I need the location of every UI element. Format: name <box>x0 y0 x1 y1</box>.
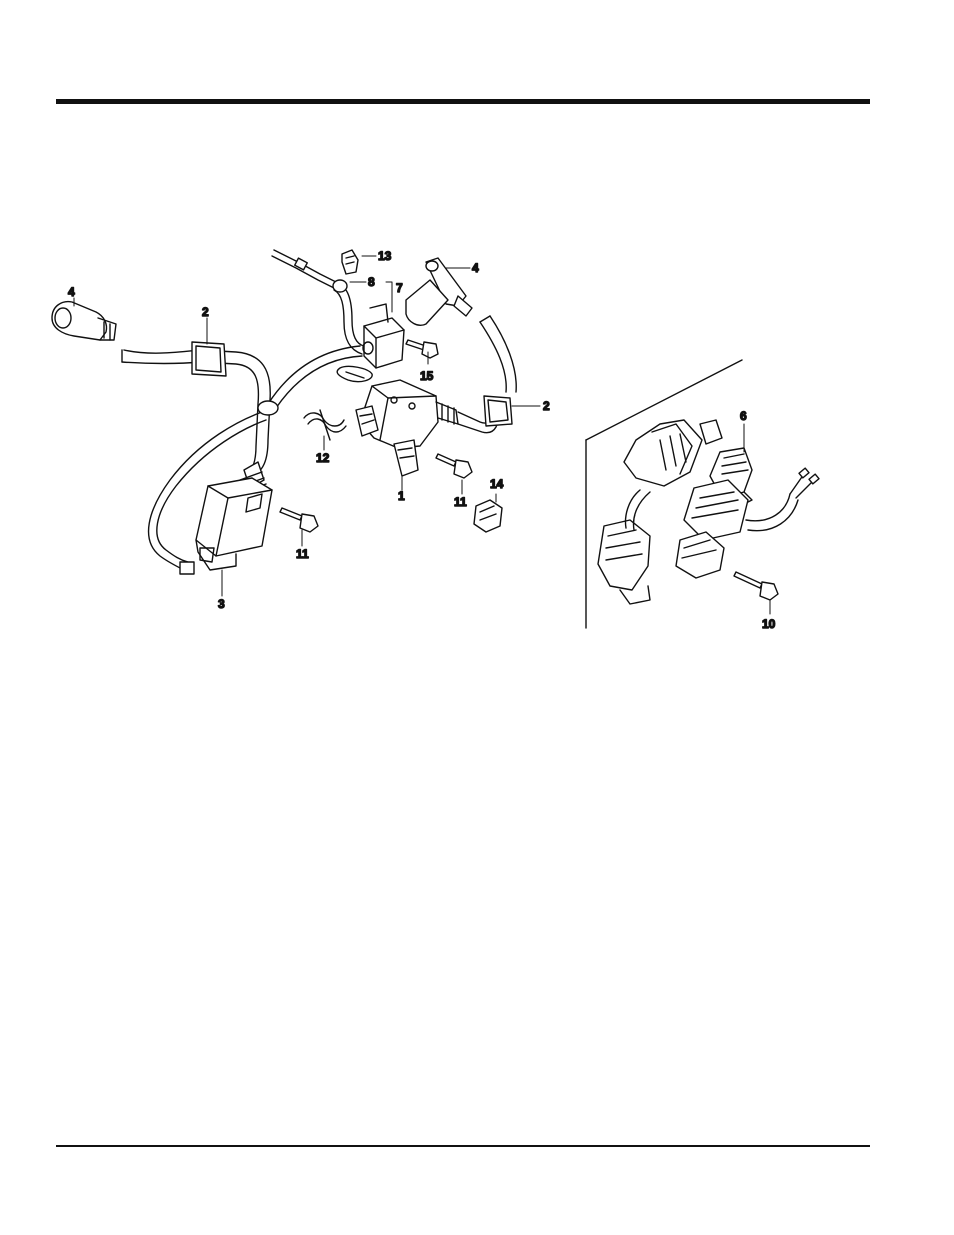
bolt-11-center <box>436 454 472 478</box>
high-tension-lead-left <box>122 342 270 474</box>
spark-plug-cap-left <box>52 302 116 340</box>
bolt-11-left <box>280 508 318 532</box>
callout-11-left: 11 <box>296 547 309 561</box>
callout-8: 8 <box>368 275 375 289</box>
callout-11-center: 11 <box>454 495 467 509</box>
callout-12: 12 <box>316 451 330 465</box>
callout-4-right: 4 <box>472 261 479 275</box>
bolt-10 <box>734 572 778 600</box>
callout-2-right: 2 <box>543 399 550 413</box>
callout-13: 13 <box>378 249 392 263</box>
callout-15: 15 <box>420 369 434 383</box>
part-13-clip <box>342 250 358 274</box>
high-tension-lead-right <box>458 316 516 433</box>
bolt-15 <box>406 340 438 358</box>
footer-rule <box>56 1145 870 1147</box>
callout-1: 1 <box>398 489 405 503</box>
ignition-coil <box>196 462 272 570</box>
pulser-sensor-block <box>363 304 404 368</box>
part-12-clip <box>304 410 346 440</box>
lead-clamp <box>258 401 278 415</box>
callout-4-left: 4 <box>68 285 75 299</box>
wire-clip <box>337 366 372 381</box>
part-14-clamp <box>474 500 502 532</box>
callout-7: 7 <box>396 281 403 295</box>
callout-6: 6 <box>740 409 747 423</box>
callout-3: 3 <box>218 597 225 611</box>
callout-2-left: 2 <box>202 305 209 319</box>
callout-10: 10 <box>762 617 776 631</box>
charge-coil-assembly <box>598 420 819 604</box>
callout-14: 14 <box>490 477 504 491</box>
